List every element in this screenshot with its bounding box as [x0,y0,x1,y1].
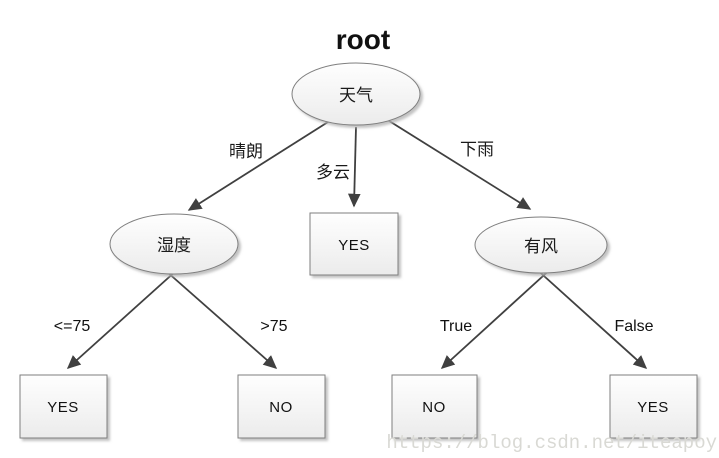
watermark-text: https://blog.csdn.net/iteapoy [386,432,717,454]
node-yes-left-shape [19,374,108,439]
node-no-left-label: NO [269,399,293,416]
edge-label-rainy: 下雨 [460,140,494,159]
node-weather-shape [291,62,421,126]
edge-false-arrow [533,266,648,369]
edge-cloudy-arrow [347,126,361,208]
node-windy-shape [474,216,608,274]
diagram-title: root [336,24,390,55]
node-yes-mid-shape [309,212,399,276]
edge-gt75-arrow [165,270,278,369]
node-no-right-shape [391,374,478,439]
edge-label-gt75: >75 [260,318,287,335]
node-yes-left: YES [19,374,108,439]
edge-label-false: False [614,318,653,335]
edge-label-le75: <=75 [54,318,91,335]
node-humidity: 湿度 [109,213,239,275]
edge-le75-arrow [66,269,178,369]
node-no-right: NO [391,374,478,439]
edge-label-sunny: 晴朗 [229,142,263,161]
edge-label-cloudy: 多云 [316,163,350,182]
edge-label-true: True [440,318,472,335]
node-yes-left-label: YES [47,399,79,416]
edges [66,118,648,369]
nodes: 天气 湿度 YES 有风 YES NO [19,62,698,439]
node-yes-right-shape [609,374,698,439]
node-no-left: NO [237,374,326,439]
node-weather: 天气 [291,62,421,126]
node-yes-mid-label: YES [338,237,370,254]
node-windy-label: 有风 [524,237,558,256]
node-yes-right-label: YES [637,399,669,416]
node-windy: 有风 [474,216,608,274]
edge-rainy-arrow [385,118,532,210]
node-humidity-label: 湿度 [157,236,191,255]
edge-true-arrow [440,265,555,369]
node-no-right-label: NO [422,399,446,416]
node-yes-mid: YES [309,212,399,276]
edge-sunny-arrow [187,121,329,211]
node-humidity-shape [109,213,239,275]
node-weather-label: 天气 [339,86,373,105]
edge-labels: 晴朗 多云 下雨 <=75 >75 True False [54,140,654,335]
node-no-left-shape [237,374,326,439]
node-yes-right: YES [609,374,698,439]
